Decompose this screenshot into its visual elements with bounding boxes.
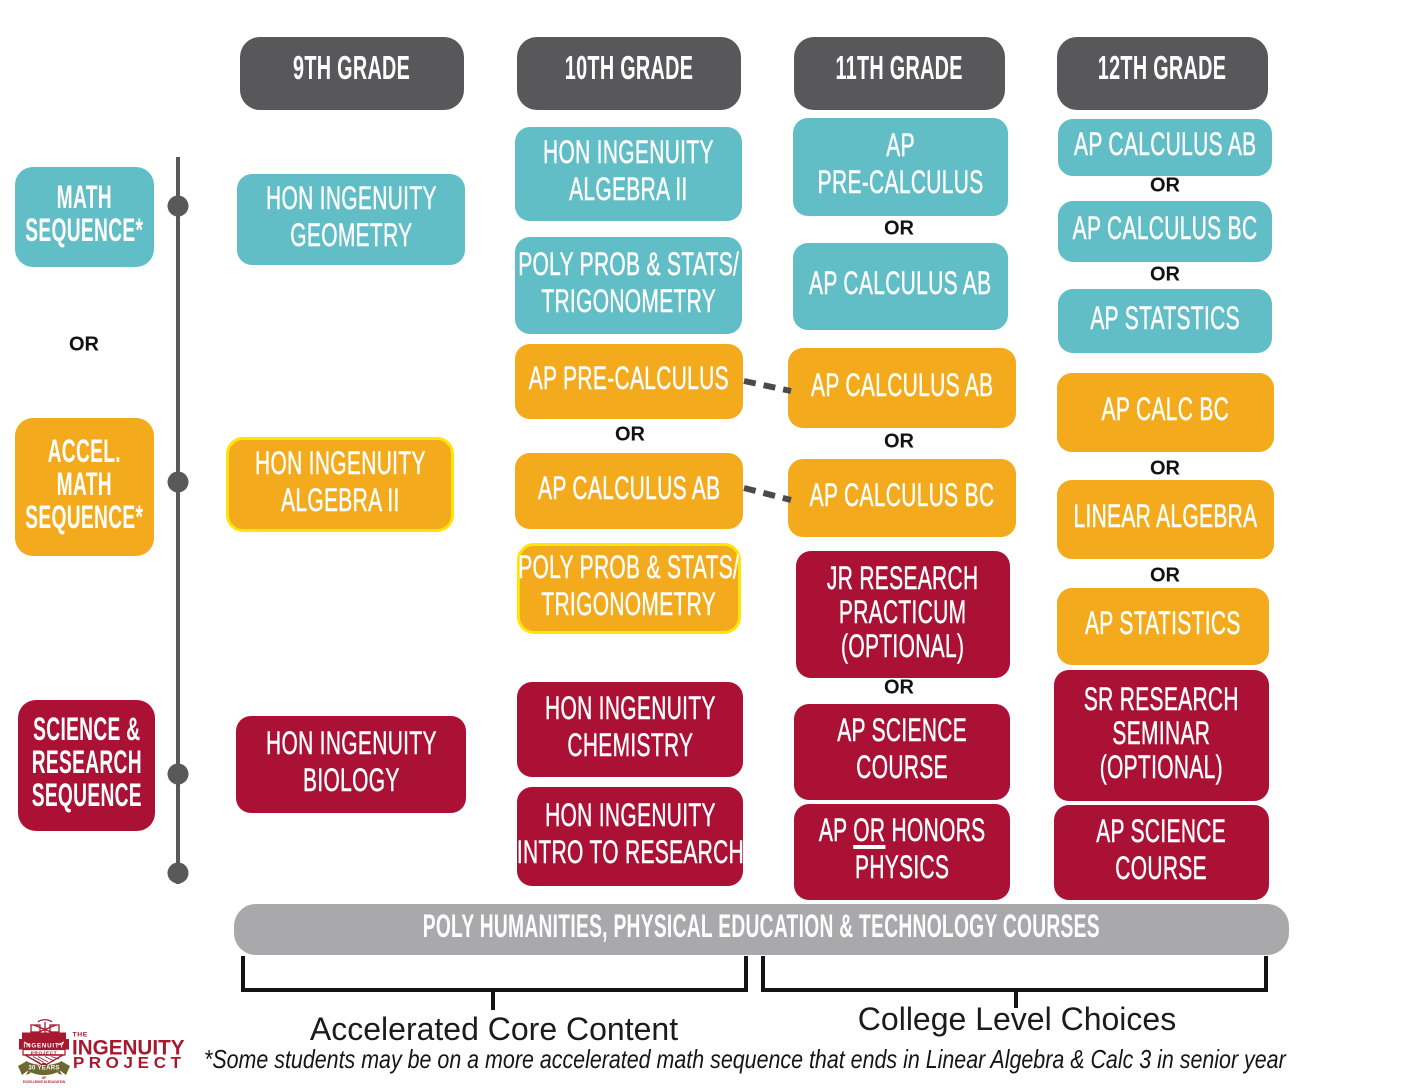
svg-text:INGENUITY: INGENUITY <box>72 1035 185 1059</box>
svg-text:30 YEARS: 30 YEARS <box>28 1066 59 1072</box>
svg-text:EXCELLENCE IN EDUCATION: EXCELLENCE IN EDUCATION <box>23 1080 65 1084</box>
svg-text:INGENUITY: INGENUITY <box>24 1043 65 1050</box>
svg-text:OF: OF <box>42 1076 48 1080</box>
svg-text:PROJECT: PROJECT <box>31 1050 58 1055</box>
svg-text:P R O J E C T: P R O J E C T <box>73 1055 181 1072</box>
svg-text:THE: THE <box>73 1032 88 1039</box>
